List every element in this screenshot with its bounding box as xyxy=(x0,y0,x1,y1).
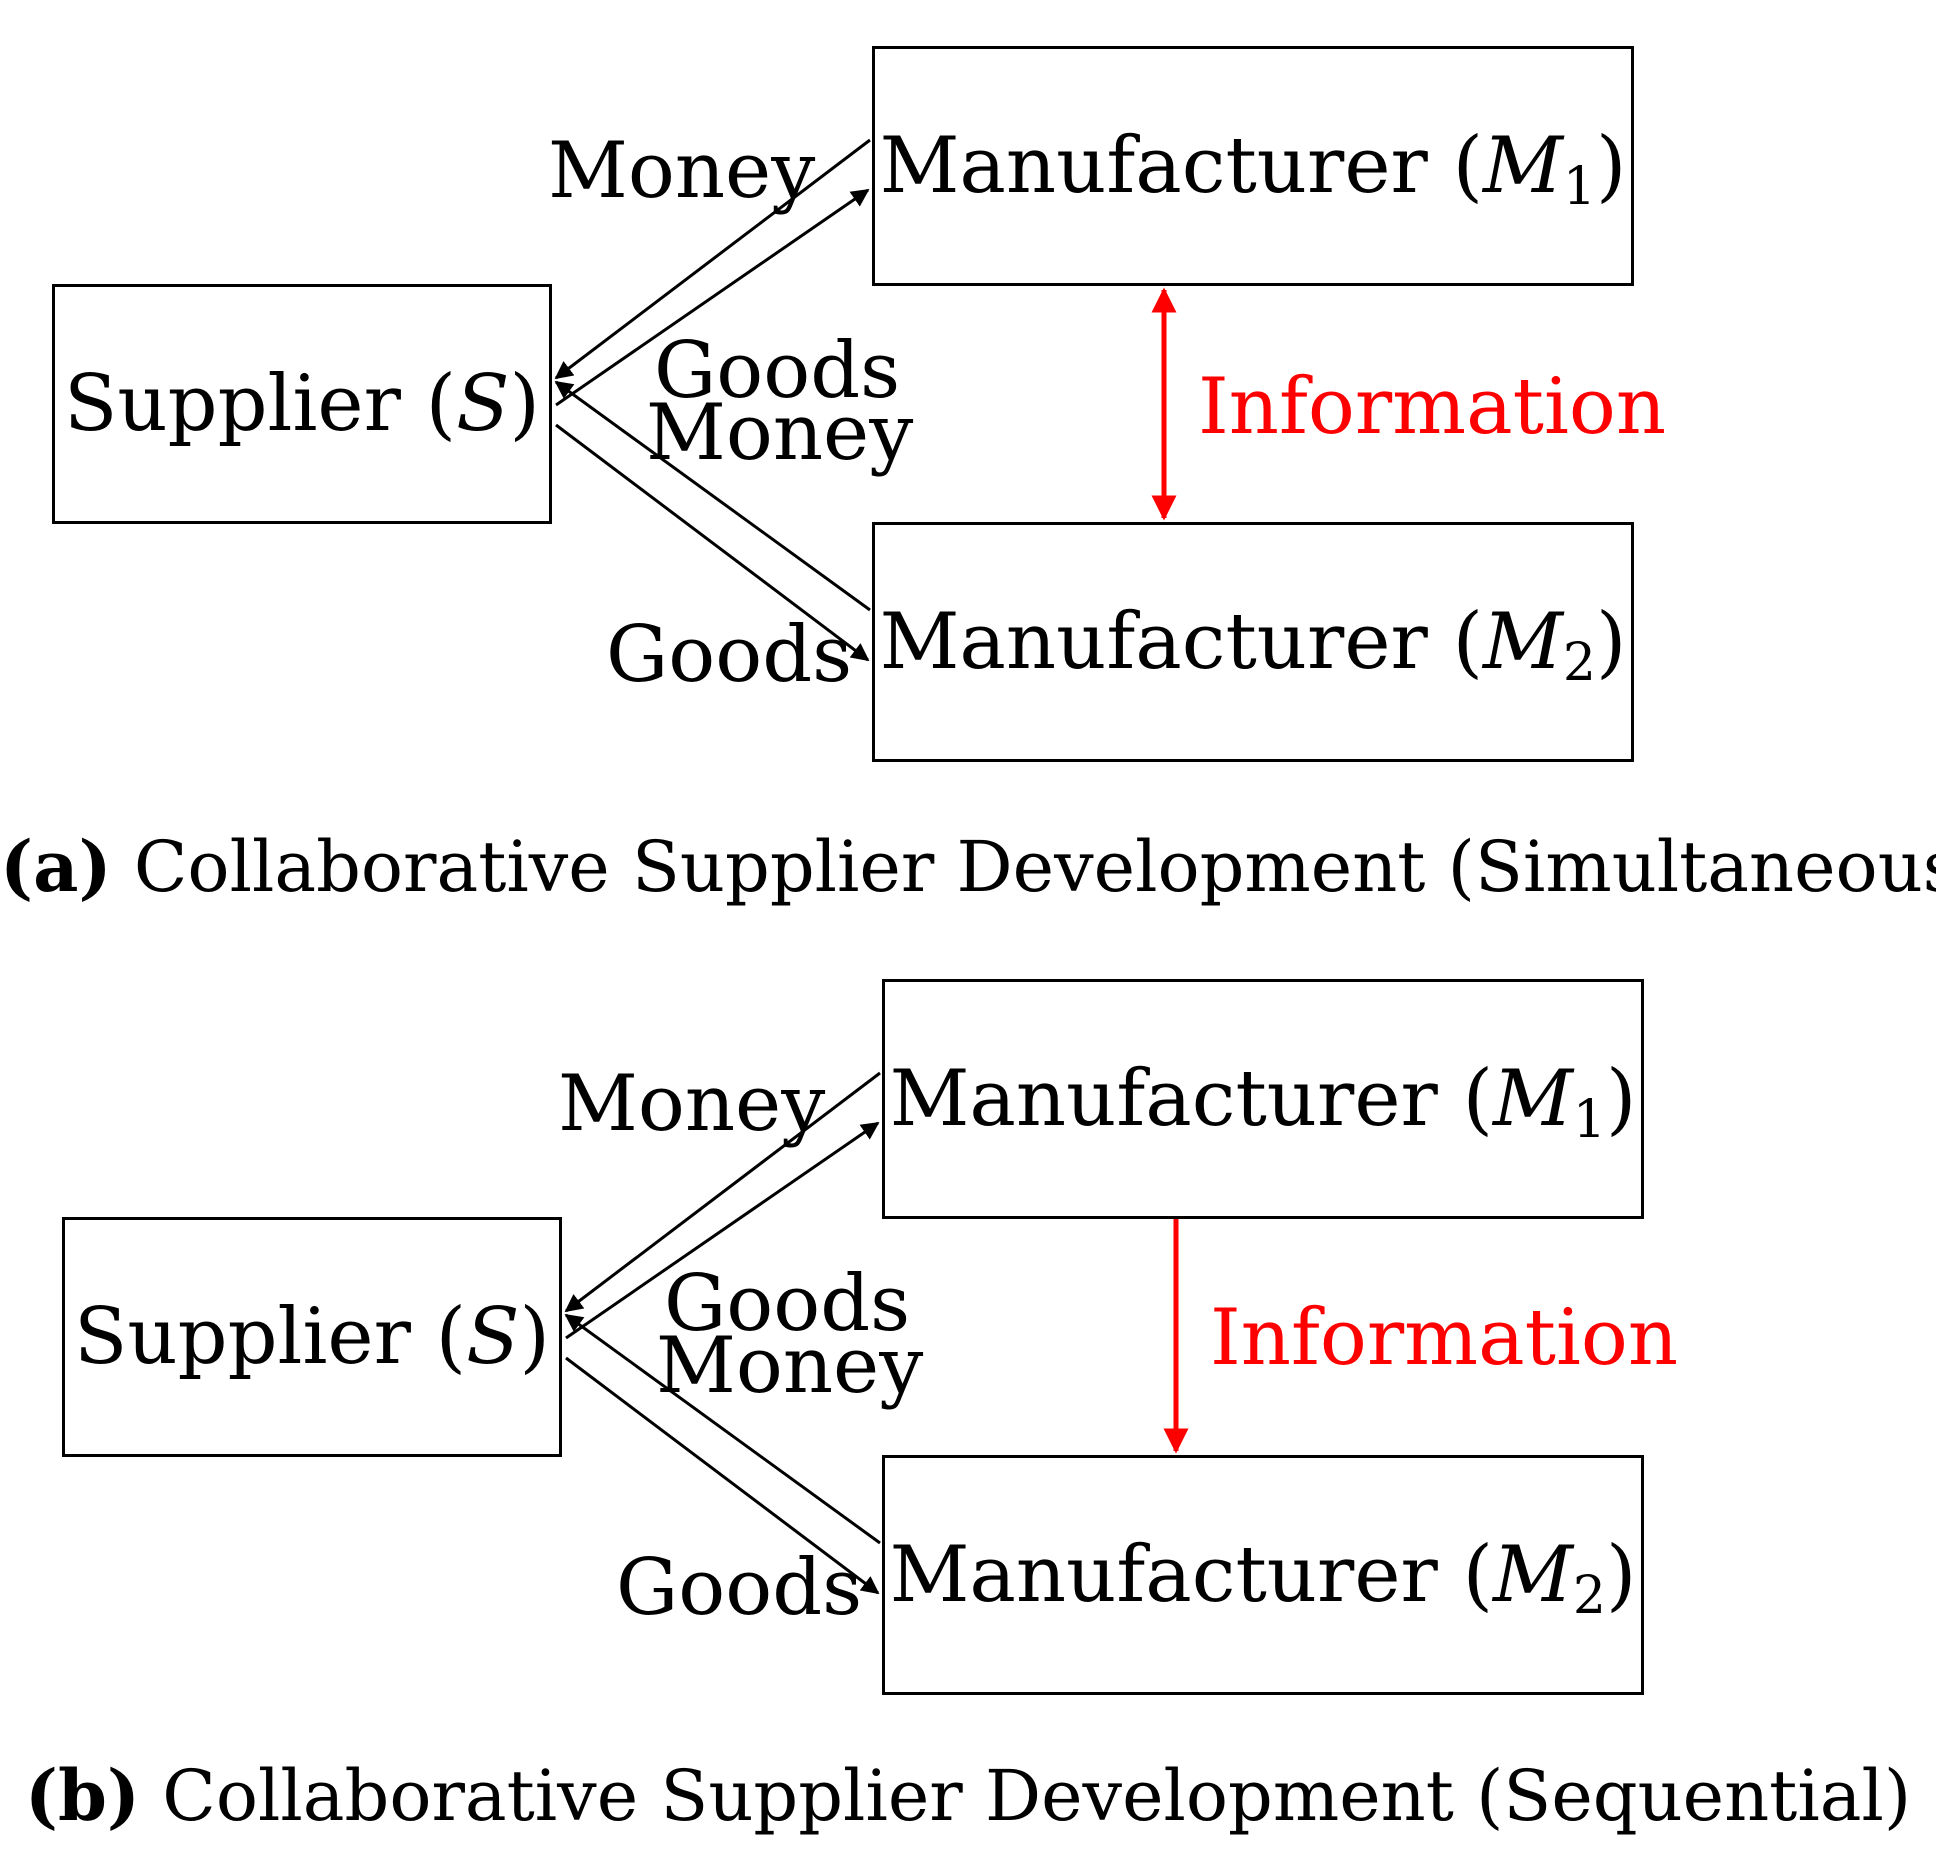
flow-arrows xyxy=(554,138,1177,662)
supplier-label: Supplier (S) xyxy=(64,359,540,449)
manufacturer-1-label: Manufacturer (M1) xyxy=(889,1054,1637,1150)
caption-a: (a) Collaborative Supplier Development (… xyxy=(0,825,1936,908)
supplier-box: Supplier (S) xyxy=(52,284,552,524)
manufacturer-1-label: Manufacturer (M1) xyxy=(879,121,1627,217)
goods-bottom-label: Goods xyxy=(606,610,853,700)
manufacturer-1-box: Manufacturer (M1) xyxy=(872,46,1634,286)
panel-sequential: Supplier (S) Manufacturer (M1) Manufactu… xyxy=(0,933,1936,1866)
goods-arrow-to-m2 xyxy=(565,1356,880,1595)
money-arrow-m2-to-supplier xyxy=(554,380,871,612)
goods-mid-label: Goods xyxy=(654,326,901,416)
supplier-box: Supplier (S) xyxy=(62,1217,562,1457)
money-top-label: Money xyxy=(548,126,816,216)
goods-arrow-to-m1 xyxy=(555,188,870,407)
goods-arrow-to-m2 xyxy=(555,423,870,662)
goods-arrow-to-m1 xyxy=(565,1121,880,1340)
manufacturer-2-label: Manufacturer (M2) xyxy=(889,1530,1637,1626)
information-label: Information xyxy=(1210,1293,1679,1383)
money-arrow-m2-to-supplier xyxy=(564,1313,881,1545)
manufacturer-1-box: Manufacturer (M1) xyxy=(882,979,1644,1219)
flow-arrows xyxy=(564,1071,1189,1595)
money-mid-label: Money xyxy=(646,388,914,478)
goods-bottom-label: Goods xyxy=(616,1543,863,1633)
money-arrow-to-supplier xyxy=(564,1071,881,1313)
money-arrow-to-supplier xyxy=(554,138,871,380)
goods-mid-label: Goods xyxy=(664,1259,911,1349)
money-mid-label: Money xyxy=(656,1321,924,1411)
supplier-label: Supplier (S) xyxy=(74,1292,550,1382)
money-top-label: Money xyxy=(558,1059,826,1149)
manufacturer-2-box: Manufacturer (M2) xyxy=(872,522,1634,762)
information-label: Information xyxy=(1198,362,1667,452)
manufacturer-2-label: Manufacturer (M2) xyxy=(879,597,1627,693)
panel-simultaneous: Supplier (S) Manufacturer (M1) Manufactu… xyxy=(0,46,1936,908)
manufacturer-2-box: Manufacturer (M2) xyxy=(882,1455,1644,1695)
caption-b: (b) Collaborative Supplier Development (… xyxy=(24,1754,1912,1837)
